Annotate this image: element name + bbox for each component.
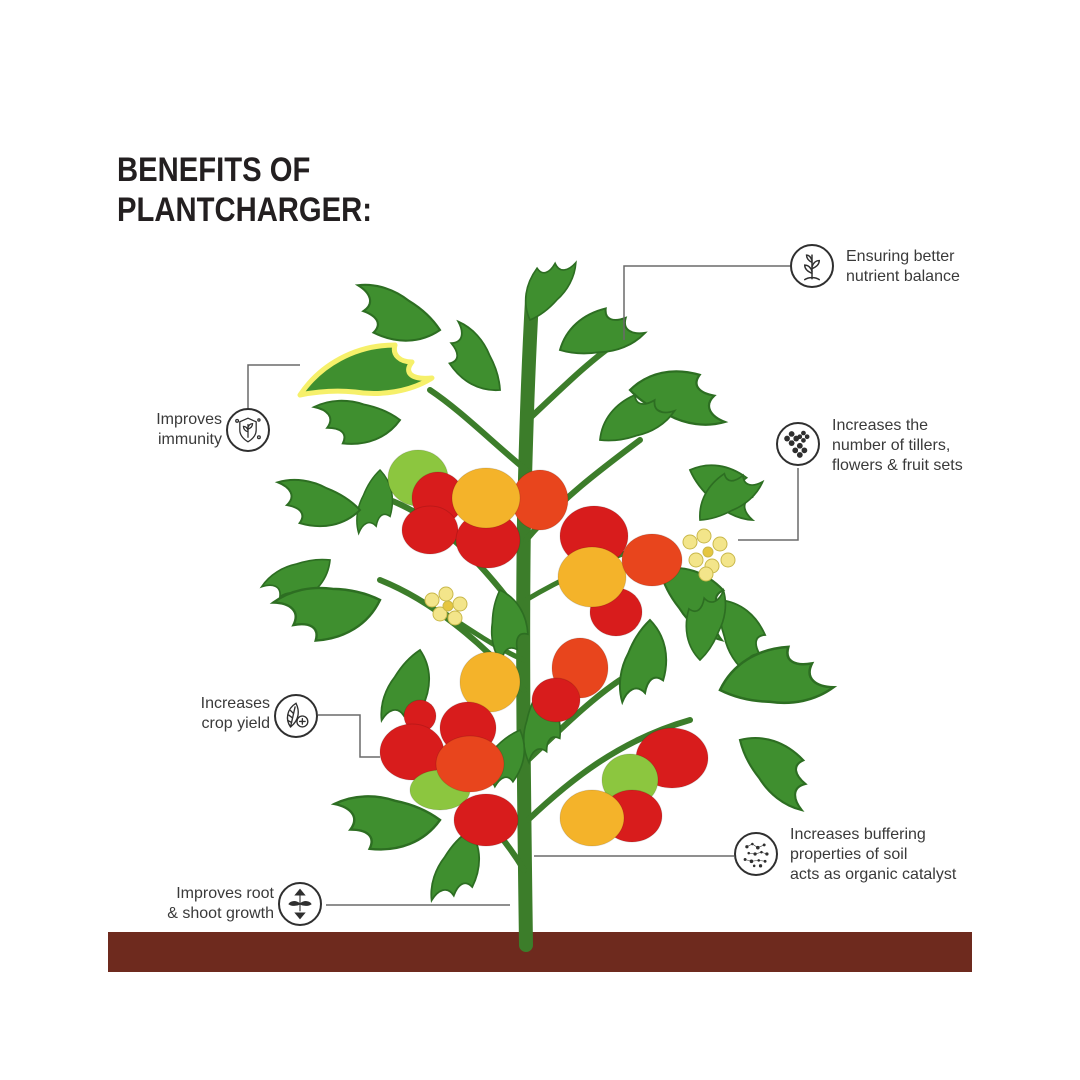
callout-immunity: Improves immunity (138, 410, 222, 450)
callout-buffering-line-2: properties of soil (790, 846, 908, 863)
leader-line-tillers (738, 468, 799, 541)
callout-yield-line-1: Increases (200, 695, 270, 712)
callout-crop-yield: Increases crop yield (184, 694, 270, 734)
soil-particles-icon (734, 832, 778, 876)
callout-buffering-line-1: Increases buffering (790, 826, 926, 843)
callout-nutrient-balance: Ensuring better nutrient balance (846, 247, 960, 287)
callout-root-shoot: Improves root & shoot growth (150, 884, 274, 924)
highlighted-leaf (297, 342, 435, 398)
callout-yield-line-2: crop yield (201, 715, 270, 732)
callout-nutrient-line-2: nutrient balance (846, 268, 960, 285)
plant-sprout-icon (790, 244, 834, 288)
plant-flowers (424, 528, 736, 626)
callout-tillers-line-2: number of tillers, (832, 437, 951, 454)
callout-immunity-line-1: Improves (156, 411, 222, 428)
shielded-plant-icon (226, 408, 270, 452)
title-line-2: PLANTCHARGER: (117, 191, 373, 229)
flowers-icon (776, 422, 820, 466)
root-shoot-arrows-icon (278, 882, 322, 926)
title-line-1: BENEFITS OF (117, 151, 311, 189)
callout-buffering: Increases buffering properties of soil a… (790, 825, 956, 885)
callout-nutrient-line-1: Ensuring better (846, 248, 955, 265)
tomato-fruits (379, 449, 709, 847)
page-title: BENEFITS OF PLANTCHARGER: (117, 150, 372, 230)
callout-tillers-line-3: flowers & fruit sets (832, 457, 963, 474)
leader-line-yield (318, 714, 380, 758)
callout-immunity-line-2: immunity (157, 431, 222, 448)
soil-strip (108, 932, 972, 972)
callout-buffering-line-3: acts as organic catalyst (790, 866, 957, 883)
callout-root-line-2: & shoot growth (167, 905, 274, 922)
leaf-plus-icon (274, 694, 318, 738)
callout-tillers-line-1: Increases the (832, 417, 929, 434)
leader-line-nutrient (623, 265, 790, 340)
callout-tillers: Increases the number of tillers, flowers… (832, 416, 963, 476)
callout-root-line-1: Improves root (176, 885, 274, 902)
